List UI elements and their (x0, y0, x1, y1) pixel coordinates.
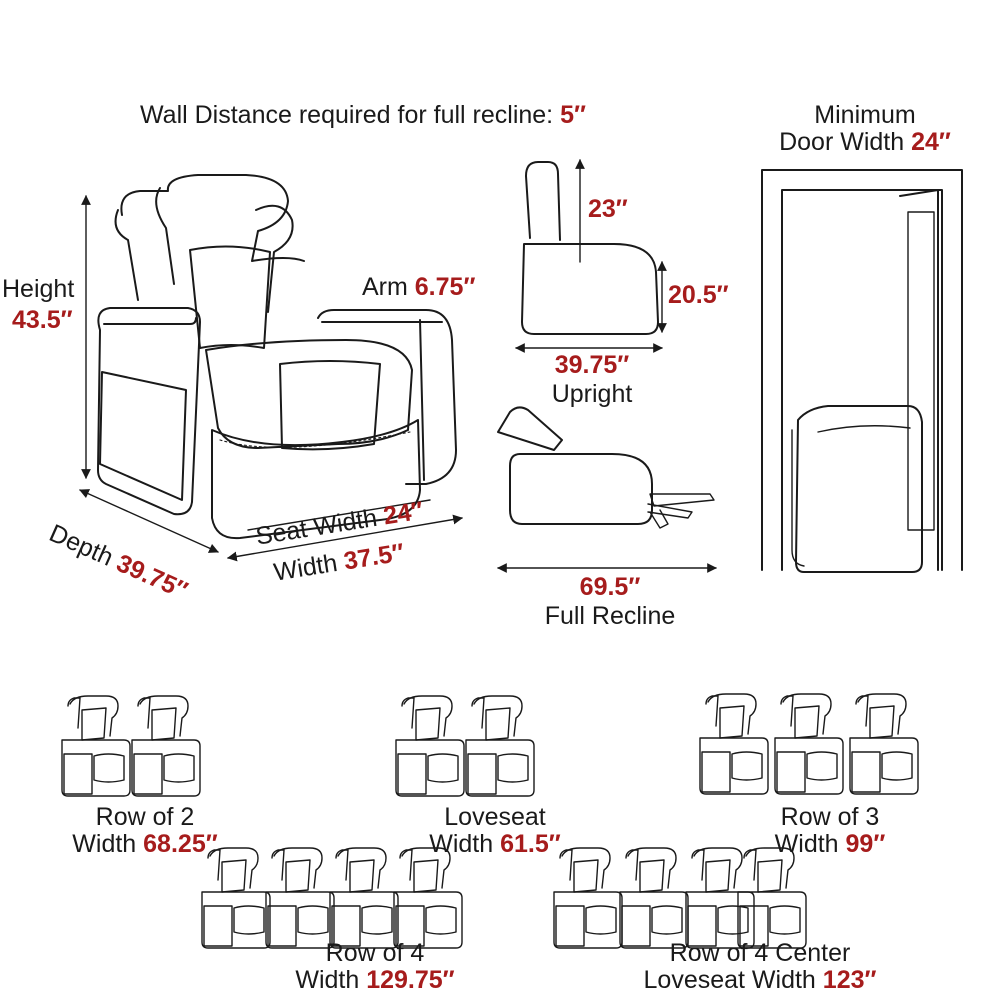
config-width-value: 123″ (822, 966, 877, 994)
arm-value: 6.75″ (414, 273, 476, 301)
config-label-row-of-4-center-loveseat: Row of 4 Center Loveseat Width 123″ (620, 940, 900, 994)
config-width-value: 129.75″ (366, 966, 455, 994)
config-label-row-of-2: Row of 2 Width 68.25″ (55, 804, 235, 858)
upright-depth-value: 39.75″ (554, 351, 630, 379)
door-line1: Minimum (814, 101, 916, 129)
config-label-row-of-3: Row of 3 Width 99″ (740, 804, 920, 858)
config-width-text: Width (774, 830, 839, 858)
config-name: Row of 3 (780, 803, 880, 831)
config-name: Row of 2 (95, 803, 195, 831)
config-width-text: Width (295, 966, 360, 994)
config-loveseat (395, 695, 535, 797)
recline-text: Full Recline (544, 602, 676, 630)
wall-distance-value: 5″ (560, 101, 586, 129)
recline-label: 69.5″ Full Recline (500, 574, 720, 630)
recline-side-view (497, 406, 717, 573)
wall-distance-text: Wall Distance required for full recline: (140, 101, 554, 129)
main-chair-drawing (79, 174, 463, 562)
config-name: Loveseat (444, 803, 546, 831)
config-label-loveseat: Loveseat Width 61.5″ (405, 804, 585, 858)
config-row-of-4 (201, 847, 463, 949)
config-width-text: Loveseat Width (643, 966, 816, 994)
upright-seat-height-value: 20.5″ (668, 281, 729, 309)
config-name: Row of 4 (325, 939, 425, 967)
config-row-of-3 (699, 693, 919, 795)
height-text: Height (2, 275, 75, 303)
height-label: Height 43.5″ (2, 276, 74, 334)
config-row-of-4-center-loveseat (553, 847, 807, 949)
config-width-value: 99″ (845, 830, 886, 858)
config-row-of-2 (61, 695, 201, 797)
arm-text: Arm (362, 273, 408, 301)
config-width-value: 68.25″ (143, 830, 218, 858)
height-value: 43.5″ (12, 306, 73, 334)
door-width-label: Minimum Door Width 24″ (760, 102, 970, 156)
upright-side-view (515, 159, 667, 353)
config-name: Row of 4 Center (669, 939, 851, 967)
upright-text: Upright (551, 380, 633, 408)
upright-back-height-value: 23″ (588, 195, 628, 223)
upright-label: 39.75″ Upright (512, 352, 672, 408)
arm-label: Arm 6.75″ (362, 274, 475, 301)
recline-depth-value: 69.5″ (579, 573, 641, 601)
config-width-text: Width (429, 830, 494, 858)
door-width-value: 24″ (911, 128, 951, 156)
door-line2: Door Width (779, 128, 905, 156)
config-width-value: 61.5″ (500, 830, 561, 858)
config-label-row-of-4: Row of 4 Width 129.75″ (255, 940, 495, 994)
config-width-text: Width (72, 830, 137, 858)
wall-distance-label: Wall Distance required for full recline:… (140, 102, 586, 129)
door-drawing (761, 169, 963, 573)
